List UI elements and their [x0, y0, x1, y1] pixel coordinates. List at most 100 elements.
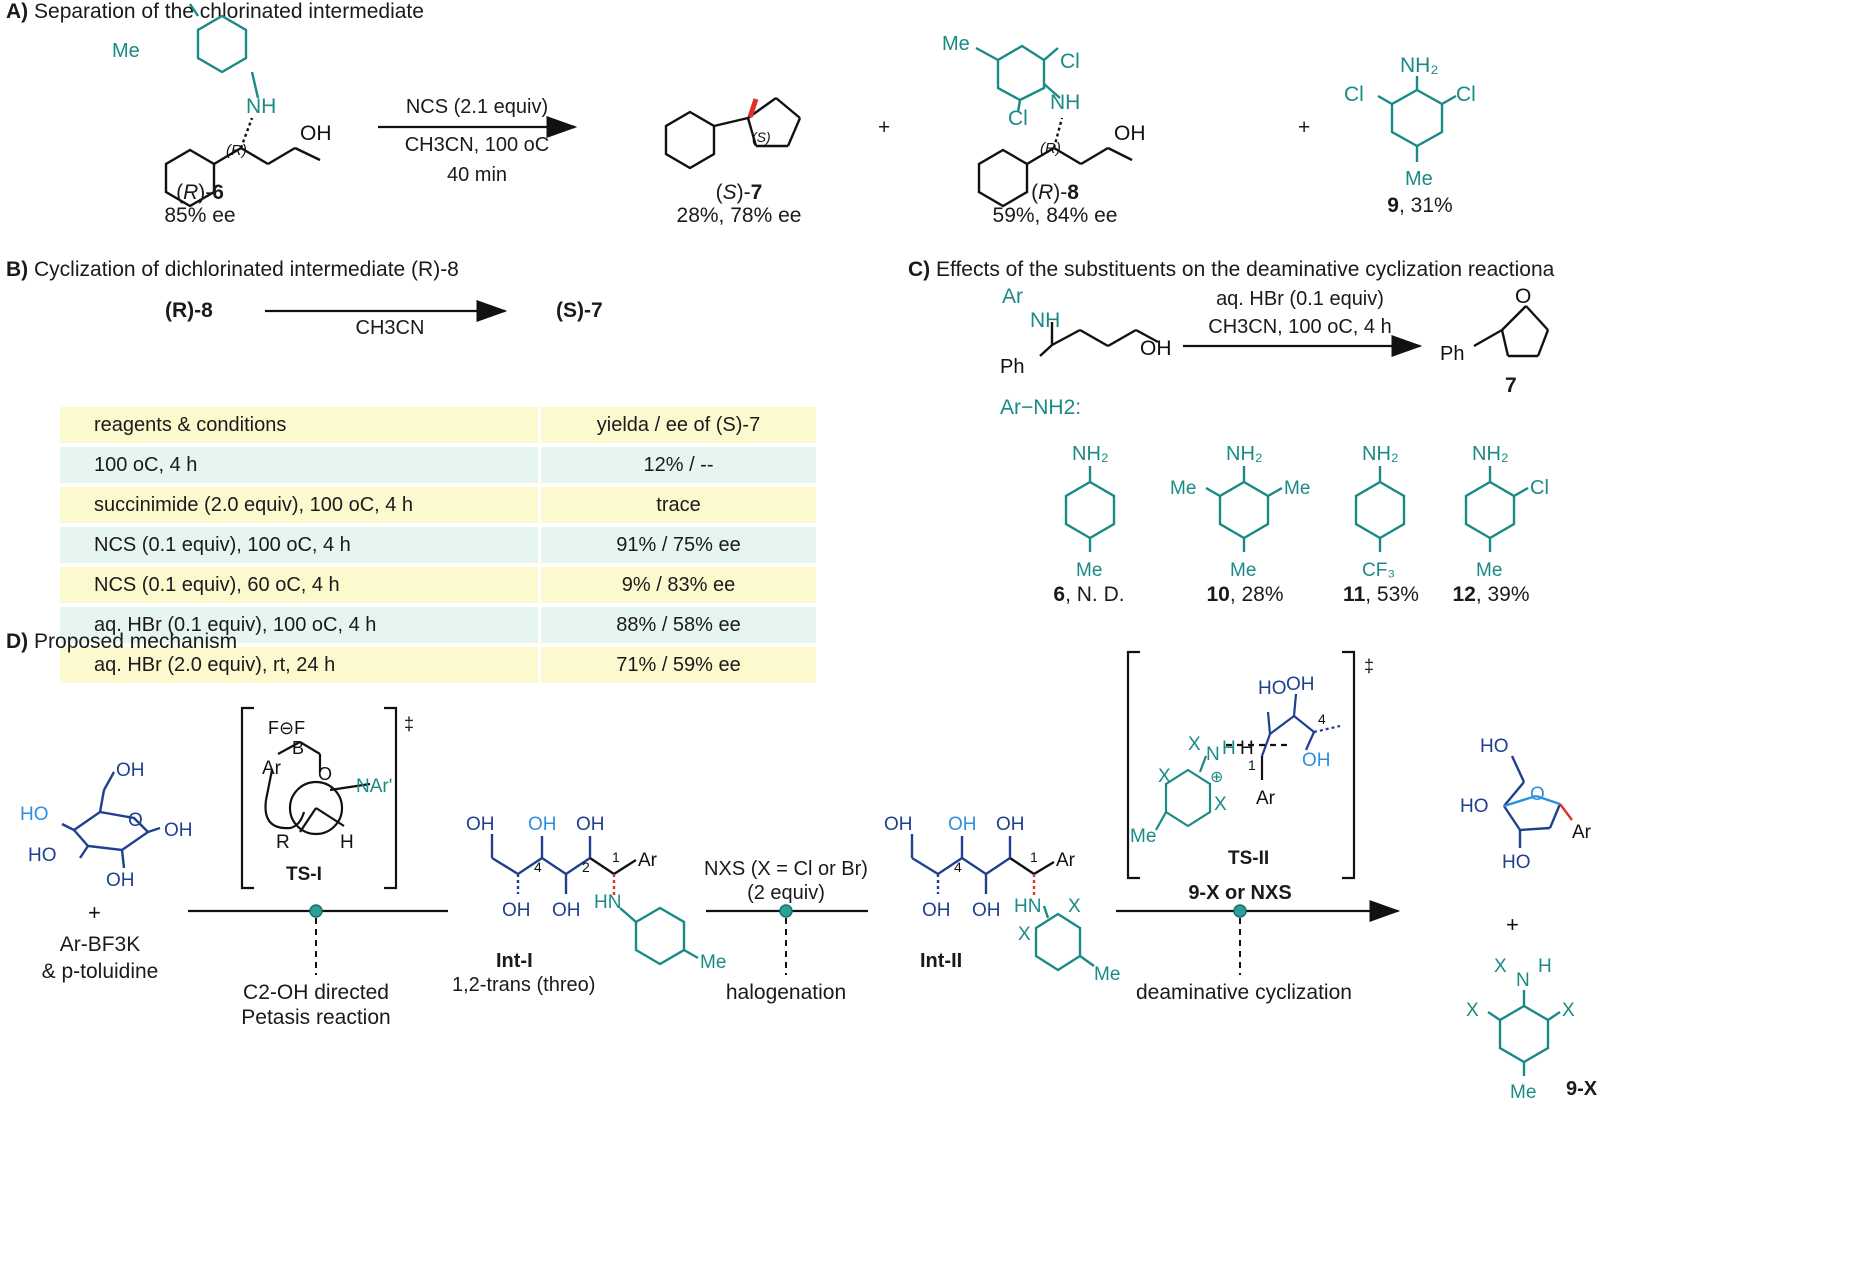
ph-label: Ph: [1000, 356, 1024, 378]
stereo-s-label: (S): [752, 129, 771, 145]
label-int1: Int-I: [496, 950, 533, 972]
amine-12-structure: [1464, 466, 1529, 552]
ar-label: Ar: [638, 850, 658, 871]
label-int2: Int-II: [920, 950, 963, 972]
x-label: X: [1068, 896, 1081, 917]
ho-label: HO: [1480, 736, 1509, 757]
nh2-label: NH₂: [1226, 443, 1263, 465]
plus-sign: +: [1506, 912, 1519, 937]
step3-conditions: 9-X or NXS: [1188, 882, 1292, 904]
cl-label: Cl: [1344, 83, 1364, 106]
int1-structure: [490, 834, 699, 966]
methyl-label: Me: [1230, 560, 1256, 581]
table-cell: aq. HBr (0.1 equiv), 100 oC, 4 h: [60, 605, 540, 647]
condition-c-2: CH3CN, 100 oC, 4 h: [1208, 316, 1392, 338]
oh-label: OH: [300, 122, 332, 145]
x-label: X: [1158, 766, 1171, 787]
condition-a-2: CH3CN, 100 oC: [404, 134, 550, 156]
plus-sign: +: [1298, 116, 1311, 139]
methyl-label: Me: [1284, 478, 1310, 499]
label-amine-12: 12, 39%: [1452, 583, 1530, 606]
hn-label: HN: [1014, 896, 1041, 917]
compound-r6-structure: [164, 3, 321, 208]
table-cell: NCS (0.1 equiv), 60 oC, 4 h: [60, 565, 540, 607]
carbon-1-label: 1: [1248, 757, 1256, 773]
label-r6: (R)-6: [176, 181, 224, 204]
step2-label: halogenation: [725, 981, 847, 1004]
ar-label: Ar: [1256, 788, 1276, 809]
methyl-label: Me: [1130, 826, 1156, 847]
h-label: H: [1222, 738, 1236, 759]
ho-label: HO: [28, 845, 57, 866]
cf3-label: CF₃: [1362, 560, 1395, 581]
ho-label: HO: [1502, 852, 1531, 873]
table-cell: NCS (0.1 equiv), 100 oC, 4 h: [60, 525, 540, 567]
cl-label: Cl: [1008, 107, 1028, 130]
ts1-b-label: B: [292, 738, 304, 758]
ts1-nar-label: NAr': [356, 776, 392, 797]
conditions-table: reagents & conditions yielda / ee of (S)…: [60, 407, 816, 687]
table-header-row: reagents & conditions yielda / ee of (S)…: [60, 407, 816, 447]
oh-label: OH: [1302, 750, 1331, 771]
nh2-label: NH₂: [1400, 54, 1438, 77]
methyl-label: Me: [112, 40, 140, 62]
table-cell: trace: [538, 485, 816, 527]
oh-label: OH: [972, 900, 1001, 921]
table-cell: 9% / 83% ee: [538, 565, 816, 607]
substrate-c-structure: [1039, 322, 1159, 357]
x-label: X: [1562, 1000, 1575, 1021]
compound-9-structure: [1377, 76, 1457, 162]
table-row: aq. HBr (0.1 equiv), 100 oC, 4 h 88% / 5…: [60, 605, 816, 647]
table-row: aq. HBr (2.0 equiv), rt, 24 h 71% / 59% …: [60, 645, 816, 687]
condition-a-1: NCS (2.1 equiv): [405, 96, 549, 118]
table-cell: 12% / --: [538, 445, 816, 487]
oh-label: OH: [1286, 674, 1315, 695]
table-cell: 71% / 59% ee: [538, 645, 816, 687]
label-r8-yield: 59%, 84% ee: [992, 204, 1118, 227]
table-row: succinimide (2.0 equiv), 100 oC, 4 h tra…: [60, 485, 816, 527]
carbon-1-label: 1: [612, 849, 620, 865]
table-row: NCS (0.1 equiv), 100 oC, 4 h 91% / 75% e…: [60, 525, 816, 567]
n-label: N: [1516, 970, 1530, 991]
stereo-r-label: (R): [226, 142, 247, 159]
section-c-title: C) Effects of the substituents on the de…: [908, 258, 1555, 281]
compound-s7-structure: [664, 97, 802, 170]
label-9x: 9-X: [1566, 1078, 1598, 1100]
cl-label: Cl: [1456, 83, 1476, 106]
nh-label: NH: [1050, 91, 1080, 114]
section-a-title: A) Separation of the chlorinated interme…: [6, 0, 424, 23]
ts1-r-label: R: [276, 832, 290, 853]
step1-line1: C2-OH directed: [243, 981, 389, 1004]
step1-line2: Petasis reaction: [241, 1006, 391, 1029]
table-header-cell: yielda / ee of (S)-7: [538, 407, 816, 447]
carbon-1-label: 1: [1030, 849, 1038, 865]
label-r8: (R)-8: [1031, 181, 1079, 204]
label-7-c: 7: [1505, 374, 1517, 397]
ar-label: Ar: [1002, 285, 1023, 308]
label-int1-desc: 1,2-trans (threo): [452, 974, 596, 996]
ts1-bracket: [240, 706, 398, 890]
oh-label: OH: [922, 900, 951, 921]
nh2-label: NH₂: [1472, 443, 1509, 465]
ts1-ar-label: Ar: [262, 758, 282, 779]
ts1-h-label: H: [340, 832, 354, 853]
o-label: O: [128, 810, 143, 831]
methyl-label: Me: [1094, 964, 1120, 985]
table-cell: aq. HBr (2.0 equiv), rt, 24 h: [60, 645, 540, 687]
n-label: N: [1206, 744, 1220, 765]
label-amine-6: 6, N. D.: [1053, 583, 1125, 606]
product-7-structure: [1473, 305, 1550, 358]
step-node-1: [309, 904, 323, 918]
nh-label: NH: [246, 95, 276, 118]
step2-conditions-2: (2 equiv): [747, 882, 825, 904]
plus-sign: +: [878, 116, 891, 139]
ts2-bracket: [1126, 650, 1356, 880]
oh-label: OH: [1140, 337, 1172, 360]
ho-label: HO: [1460, 796, 1489, 817]
o-label: O: [1515, 285, 1531, 308]
amine-11-structure: [1354, 466, 1406, 552]
x-label: X: [1018, 924, 1031, 945]
byproduct-9x-structure: [1487, 990, 1561, 1076]
amine-label: Ar−NH2:: [1000, 396, 1082, 419]
